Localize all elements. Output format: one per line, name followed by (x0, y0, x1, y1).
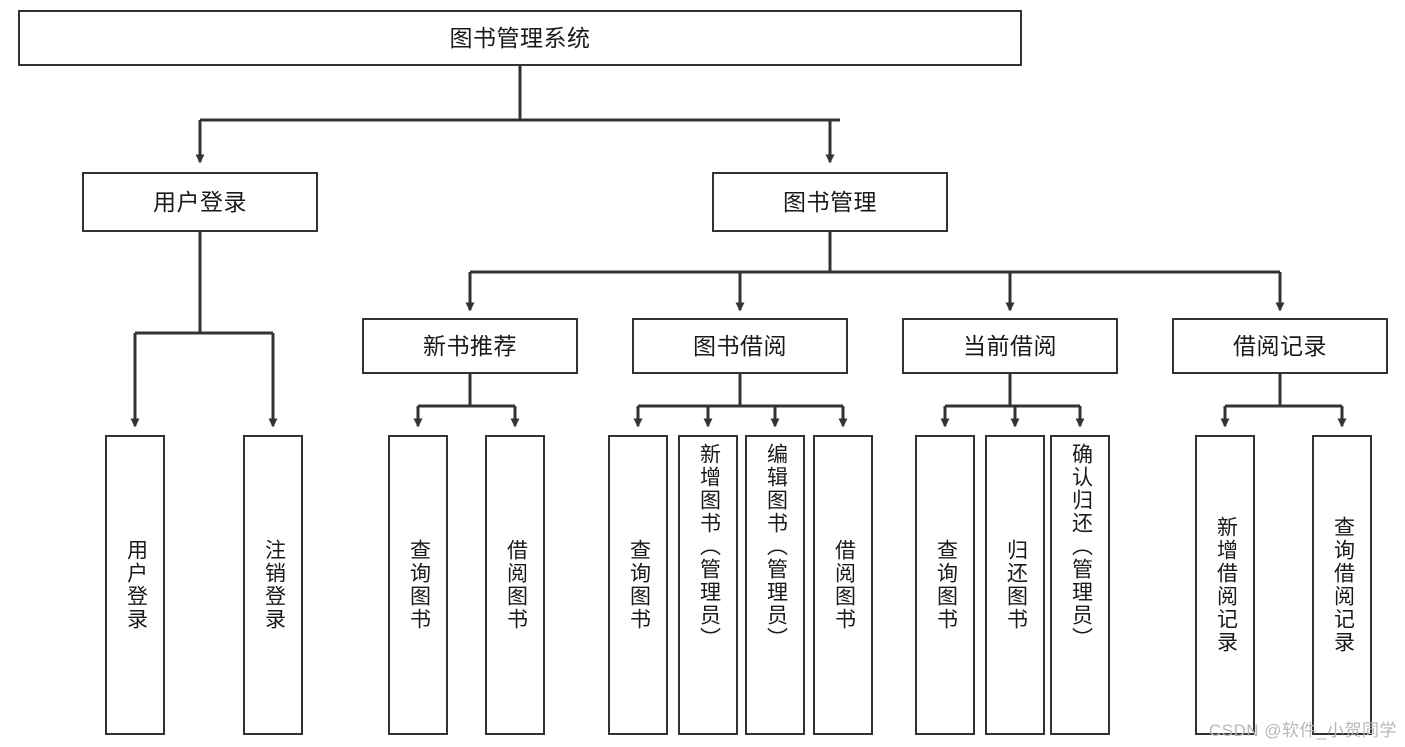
node-leaf-user-login-label: 用户登录 (124, 539, 148, 631)
node-book-manage-label: 图书管理 (783, 188, 877, 215)
node-leaf-add-record[interactable]: 新增借阅记录 (1195, 435, 1255, 735)
node-leaf-query-book-3[interactable]: 查询图书 (915, 435, 975, 735)
node-leaf-query-book-1-label: 查询图书 (407, 539, 431, 631)
node-borrow-record[interactable]: 借阅记录 (1172, 318, 1388, 374)
node-new-book-recommend-label: 新书推荐 (423, 332, 517, 359)
node-leaf-borrow-book-2-label: 借阅图书 (832, 539, 856, 631)
node-leaf-query-book-3-label: 查询图书 (934, 539, 958, 631)
node-root-label: 图书管理系统 (449, 24, 591, 51)
node-leaf-query-book-2[interactable]: 查询图书 (608, 435, 668, 735)
edge-group-book-manage (465, 232, 1285, 312)
node-leaf-logout-label: 注销登录 (262, 539, 286, 631)
node-leaf-add-book-label: 新增图书（管理员） (697, 443, 721, 650)
node-leaf-edit-book[interactable]: 编辑图书（管理员） (745, 435, 805, 735)
edge-group-root (195, 66, 840, 164)
node-book-borrow-label: 图书借阅 (693, 332, 787, 359)
node-borrow-record-label: 借阅记录 (1233, 332, 1327, 359)
node-current-borrow-label: 当前借阅 (963, 332, 1057, 359)
node-user-login[interactable]: 用户登录 (82, 172, 318, 232)
edge-group-current-borrow (940, 374, 1085, 428)
edge-group-new-book-recommend (413, 374, 520, 428)
node-leaf-logout[interactable]: 注销登录 (243, 435, 303, 735)
node-book-manage[interactable]: 图书管理 (712, 172, 948, 232)
node-leaf-user-login[interactable]: 用户登录 (105, 435, 165, 735)
node-leaf-query-book-2-label: 查询图书 (627, 539, 651, 631)
node-root[interactable]: 图书管理系统 (18, 10, 1022, 66)
node-new-book-recommend[interactable]: 新书推荐 (362, 318, 578, 374)
node-user-login-label: 用户登录 (153, 188, 247, 215)
node-leaf-query-book-1[interactable]: 查询图书 (388, 435, 448, 735)
node-leaf-borrow-book-2[interactable]: 借阅图书 (813, 435, 873, 735)
node-leaf-confirm-return-label: 确认归还（管理员） (1069, 443, 1093, 650)
node-book-borrow[interactable]: 图书借阅 (632, 318, 848, 374)
node-leaf-return-book[interactable]: 归还图书 (985, 435, 1045, 735)
node-leaf-edit-book-label: 编辑图书（管理员） (764, 443, 788, 650)
edge-group-borrow-record (1220, 374, 1347, 428)
node-leaf-confirm-return[interactable]: 确认归还（管理员） (1050, 435, 1110, 735)
node-leaf-add-book[interactable]: 新增图书（管理员） (678, 435, 738, 735)
edge-group-book-borrow (633, 374, 848, 428)
node-leaf-query-record-label: 查询借阅记录 (1331, 516, 1355, 654)
node-leaf-return-book-label: 归还图书 (1004, 539, 1028, 631)
edge-group-user-login (130, 232, 278, 428)
node-leaf-borrow-book-1-label: 借阅图书 (504, 539, 528, 631)
node-current-borrow[interactable]: 当前借阅 (902, 318, 1118, 374)
node-leaf-borrow-book-1[interactable]: 借阅图书 (485, 435, 545, 735)
node-leaf-add-record-label: 新增借阅记录 (1214, 516, 1238, 654)
node-leaf-query-record[interactable]: 查询借阅记录 (1312, 435, 1372, 735)
